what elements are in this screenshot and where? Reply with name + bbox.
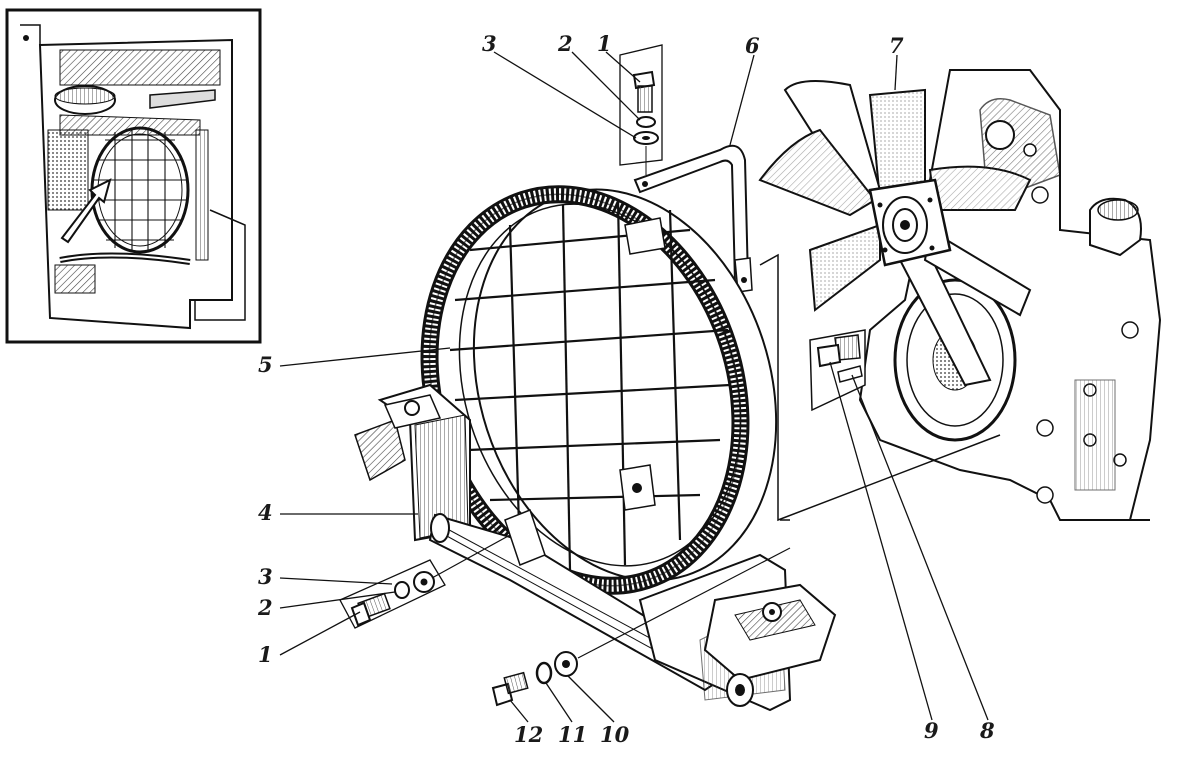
callout-9: 9 <box>924 718 939 743</box>
callout-1-top: 1 <box>597 31 612 56</box>
callout-2-left: 2 <box>258 595 273 620</box>
callout-5: 5 <box>258 352 273 377</box>
callout-8: 8 <box>980 718 995 743</box>
top-fastener-group <box>619 44 663 175</box>
radiator-mount <box>354 383 837 712</box>
fan-shroud <box>420 185 778 595</box>
inset-engine-view <box>5 8 262 344</box>
callout-4: 4 <box>258 500 273 525</box>
callout-6: 6 <box>745 33 760 58</box>
callout-7: 7 <box>889 33 904 58</box>
callout-1-left: 1 <box>258 642 273 667</box>
engine-silhouette-outline <box>759 253 1001 522</box>
left-fastener-group <box>339 534 511 629</box>
leader-lines <box>279 51 989 723</box>
callout-3-top: 3 <box>482 31 497 56</box>
fan-blades <box>758 80 1032 387</box>
callout-2-top: 2 <box>558 31 573 56</box>
callout-3-left: 3 <box>258 564 273 589</box>
callout-12: 12 <box>514 722 544 747</box>
callout-10: 10 <box>600 722 630 747</box>
callout-11: 11 <box>558 722 588 747</box>
fan-bolt-group <box>809 329 866 412</box>
bottom-fastener-group <box>491 547 791 707</box>
